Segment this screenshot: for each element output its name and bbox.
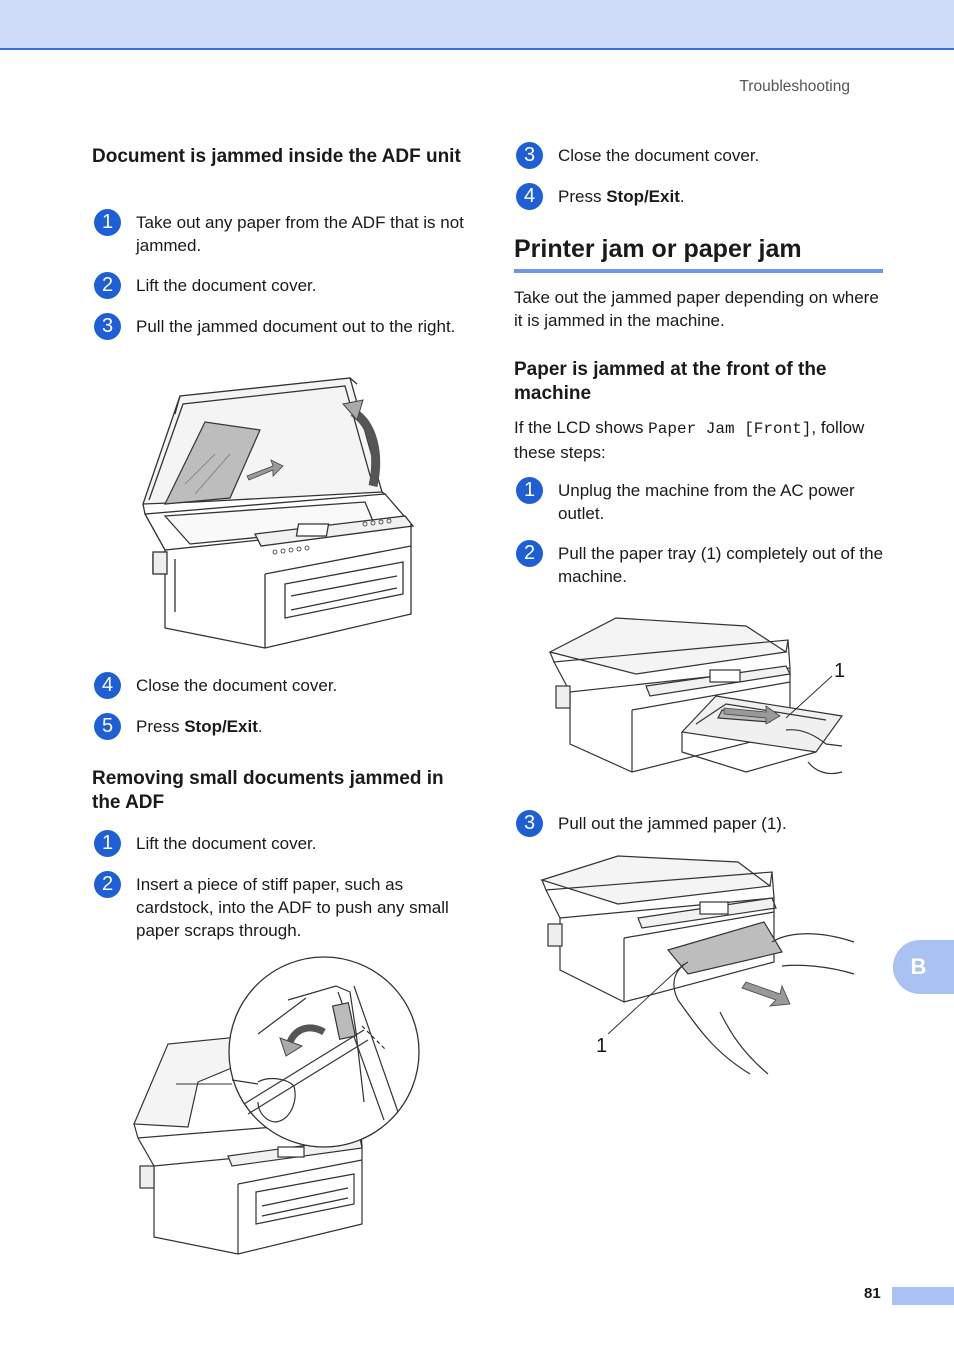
step-number-badge: 4 <box>516 183 543 210</box>
step-text: Close the document cover. <box>136 676 338 695</box>
page-number-bar <box>892 1287 954 1305</box>
adf-jam-heading: Document is jammed inside the ADF unit <box>92 146 461 167</box>
stop-exit-key-label: Stop/Exit <box>606 187 680 206</box>
front-jam-heading: Paper is jammed at the front of the mach… <box>514 359 827 404</box>
step-text: Close the document cover. <box>558 146 760 165</box>
small-step-1: 1 Lift the document cover. <box>94 830 474 857</box>
adf-step-4: 4 Close the document cover. <box>94 672 474 699</box>
adf-step-3: 3 Pull the jammed document out to the ri… <box>94 313 474 340</box>
step-text: Insert a piece of stiff paper, such as c… <box>136 875 449 940</box>
front-step-1: 1 Unplug the machine from the AC power o… <box>516 477 888 525</box>
step-number-badge: 2 <box>94 272 121 299</box>
pull-tray-illustration: 1 <box>548 617 845 775</box>
adf-step-3-continued: 3 Close the document cover. <box>516 142 888 169</box>
step-text: Press Stop/Exit. <box>136 715 263 738</box>
step-number-badge: 2 <box>516 540 543 567</box>
pull-jammed-paper-illustration: 1 <box>540 855 855 1075</box>
step-number-badge: 1 <box>94 209 121 236</box>
step-text: Take out any paper from the ADF that is … <box>136 213 464 255</box>
adf-step-1: 1 Take out any paper from the ADF that i… <box>94 209 474 257</box>
chapter-tab: B <box>893 940 954 994</box>
front-step-3: 3 Pull out the jammed paper (1). <box>516 810 888 837</box>
lcd-instruction: If the LCD shows Paper Jam [Front], foll… <box>514 416 886 464</box>
step-number-badge: 3 <box>516 142 543 169</box>
tray-callout-number: 1 <box>834 660 845 682</box>
step-number-badge: 3 <box>94 313 121 340</box>
step-number-badge: 2 <box>94 871 121 898</box>
header-bar <box>0 0 954 50</box>
step-text: Pull the jammed document out to the righ… <box>136 317 456 336</box>
small-step-2: 2 Insert a piece of stiff paper, such as… <box>94 871 474 942</box>
step-number-badge: 3 <box>516 810 543 837</box>
step-text-pre: Press <box>136 717 185 736</box>
step-number-badge: 1 <box>94 830 121 857</box>
step-number-badge: 5 <box>94 713 121 740</box>
paper-callout-number: 1 <box>596 1035 607 1057</box>
stop-exit-key-label: Stop/Exit <box>184 717 258 736</box>
page-number: 81 <box>864 1285 881 1302</box>
step-text-post: . <box>679 187 685 206</box>
step-text: Lift the document cover. <box>136 276 317 295</box>
step-text: Lift the document cover. <box>136 834 317 853</box>
small-documents-heading: Removing small documents jammed in the A… <box>92 768 444 813</box>
lcd-text-post: , follow these steps: <box>514 418 865 462</box>
step-text-pre: Press <box>558 187 607 206</box>
lcd-text-pre: If the LCD shows <box>514 418 649 437</box>
adf-step-5: 5 Press Stop/Exit. <box>94 713 474 740</box>
lcd-message: Paper Jam [Front] <box>648 420 812 438</box>
small-scraps-illustration <box>133 956 420 1255</box>
adf-jam-illustration <box>142 377 415 649</box>
printer-jam-intro: Take out the jammed paper depending on w… <box>514 288 879 330</box>
step-text-post: . <box>257 717 263 736</box>
running-title: Troubleshooting <box>739 78 850 95</box>
step-number-badge: 4 <box>94 672 121 699</box>
step-text: Press Stop/Exit. <box>558 185 685 208</box>
front-step-2: 2 Pull the paper tray (1) completely out… <box>516 540 888 588</box>
adf-step-2: 2 Lift the document cover. <box>94 272 474 299</box>
adf-step-4-continued: 4 Press Stop/Exit. <box>516 183 888 210</box>
step-number-badge: 1 <box>516 477 543 504</box>
step-text: Unplug the machine from the AC power out… <box>558 481 855 523</box>
step-text: Pull the paper tray (1) completely out o… <box>558 544 884 586</box>
step-text: Pull out the jammed paper (1). <box>558 814 787 833</box>
printer-jam-section-title: Printer jam or paper jam <box>514 233 883 273</box>
